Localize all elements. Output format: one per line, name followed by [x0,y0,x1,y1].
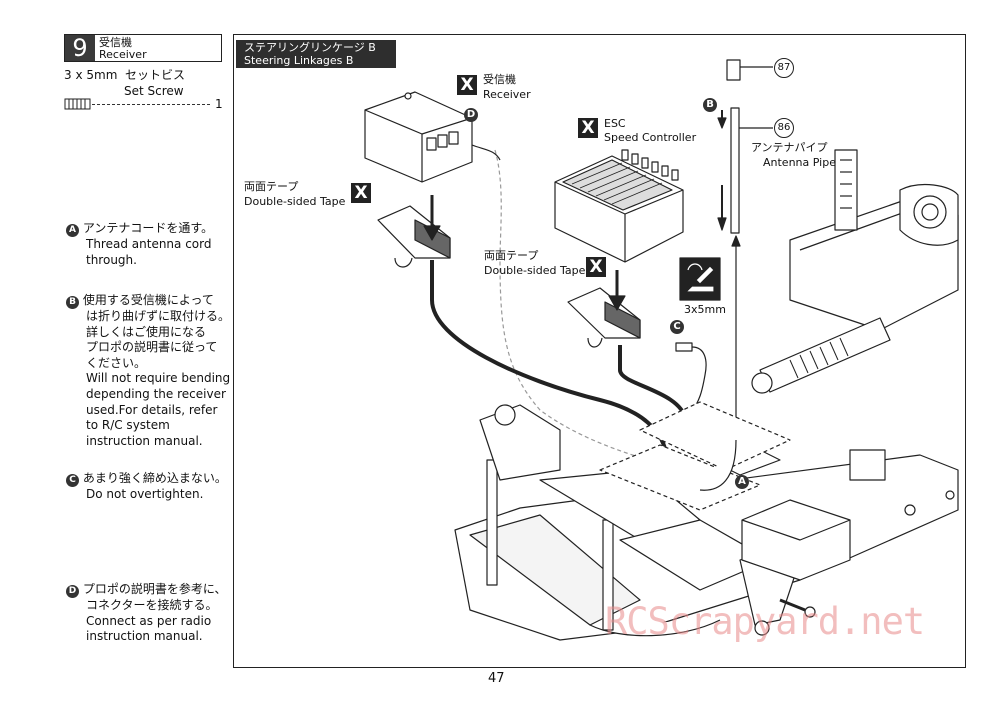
callout-d-label: D [466,109,476,120]
parts-name-en: Set Screw [124,84,184,98]
receiver-label-en: Receiver [483,88,531,101]
part-87-icon: 87 [774,58,794,78]
chassis-drawing [454,149,959,641]
callout-d-icon [464,108,478,122]
note-c-jp: あまり強く締め込まない。 [82,471,227,485]
receiver-label-jp: 受信機 [483,73,516,86]
tape-1-drawing [377,205,451,268]
step-header: 9 受信機 Receiver [64,34,222,62]
note-b: B 使用する受信機によって は折り曲げずに取付ける。 詳しくはご使用になる プロ… [66,293,236,449]
tape-2-drawing [567,287,641,348]
esc-x-mark: X [578,118,598,138]
watermark: RCScrapyard.net [605,600,925,643]
tape-1-label-en: Double-sided Tape [244,195,346,208]
callout-c-label: C [673,321,681,332]
antenna-cap-drawing [726,59,741,81]
antenna-pipe-drawing [730,107,740,234]
note-d: D プロポの説明書を参考に、 コネクターを接続する。 Connect as pe… [66,582,236,645]
note-c-badge: C [66,474,79,487]
note-a-badge: A [66,224,79,237]
note-b-jp-3: 詳しくはご使用になる [86,324,207,339]
note-b-jp-1: 使用する受信機によって [82,293,214,307]
tape-2-label-jp: 両面テープ [484,249,539,262]
callout-a-label: A [738,476,746,487]
section-title-en: Steering Linkages B [244,54,354,67]
note-d-badge: D [66,585,79,598]
pipe-label-en: Antenna Pipe [763,156,836,169]
note-c: C あまり強く締め込まない。 Do not overtighten. [66,471,236,503]
tape-2-x-mark: X [586,257,606,277]
callout-c-icon [670,320,684,334]
parts-spec-size: 3 x 5mm [64,68,118,82]
note-d-en-2: instruction manual. [86,629,203,644]
step-number: 9 [65,35,95,61]
note-b-en-1: Will not require bending [86,371,231,386]
parts-name-jp: セットビス [125,68,186,82]
note-a: A アンテナコードを通す。 Thread antenna cord throug… [66,221,236,268]
page-number: 47 [488,671,505,686]
screw-size-label: 3x5mm [684,303,726,316]
parts-spec: 3 x 5mm セットビス [64,68,185,83]
esc-label-en: Speed Controller [604,131,697,144]
note-b-en-4: to R/C system [86,418,170,433]
set-screw-icon [64,98,91,110]
assembly-illustration [364,59,959,641]
esc-label-jp: ESC [604,117,626,130]
parts-qty: 1 [215,97,223,111]
step-title-en: Receiver [99,48,147,61]
note-d-jp-2: コネクターを接続する。 [86,598,218,612]
esc-drawing [554,149,684,263]
antenna-guide-dashed [494,149,691,471]
note-c-en-1: Do not overtighten. [86,487,204,501]
note-b-en-3: used.For details, refer [86,402,218,417]
note-b-jp-4: プロポの説明書に従って [86,340,218,355]
tape-1-x-mark: X [351,183,371,203]
pipe-label-jp: アンテナパイプ [751,141,828,154]
note-d-jp-1: プロポの説明書を参考に、 [82,582,227,596]
section-title-bar: ステアリングリンケージ B Steering Linkages B [236,40,396,68]
note-a-jp: アンテナコードを通す。 [82,221,214,235]
note-b-en-5: instruction manual. [86,433,203,448]
note-b-en-2: depending the receiver [86,386,226,401]
note-b-badge: B [66,296,79,309]
tape-1-label-jp: 両面テープ [244,180,299,193]
part-86-icon: 86 [774,118,794,138]
callout-b-icon [703,98,717,112]
parts-dash-line [92,104,210,105]
note-a-en-1: Thread antenna cord [86,237,212,251]
note-b-jp-5: ください。 [86,355,147,370]
callout-b-label: B [706,99,714,110]
receiver-x-mark: X [457,75,477,95]
step-title-jp: 受信機 [99,36,132,49]
callout-a-icon [735,475,749,489]
note-a-en-2: through. [86,252,137,267]
tape-2-label-en: Double-sided Tape [484,264,586,277]
note-d-en-1: Connect as per radio [86,613,212,628]
section-title-jp: ステアリングリンケージ B [244,41,376,54]
receiver-drawing [364,91,501,183]
diagram-frame [233,34,966,668]
note-b-jp-2: は折り曲げずに取付ける。 [86,309,231,323]
